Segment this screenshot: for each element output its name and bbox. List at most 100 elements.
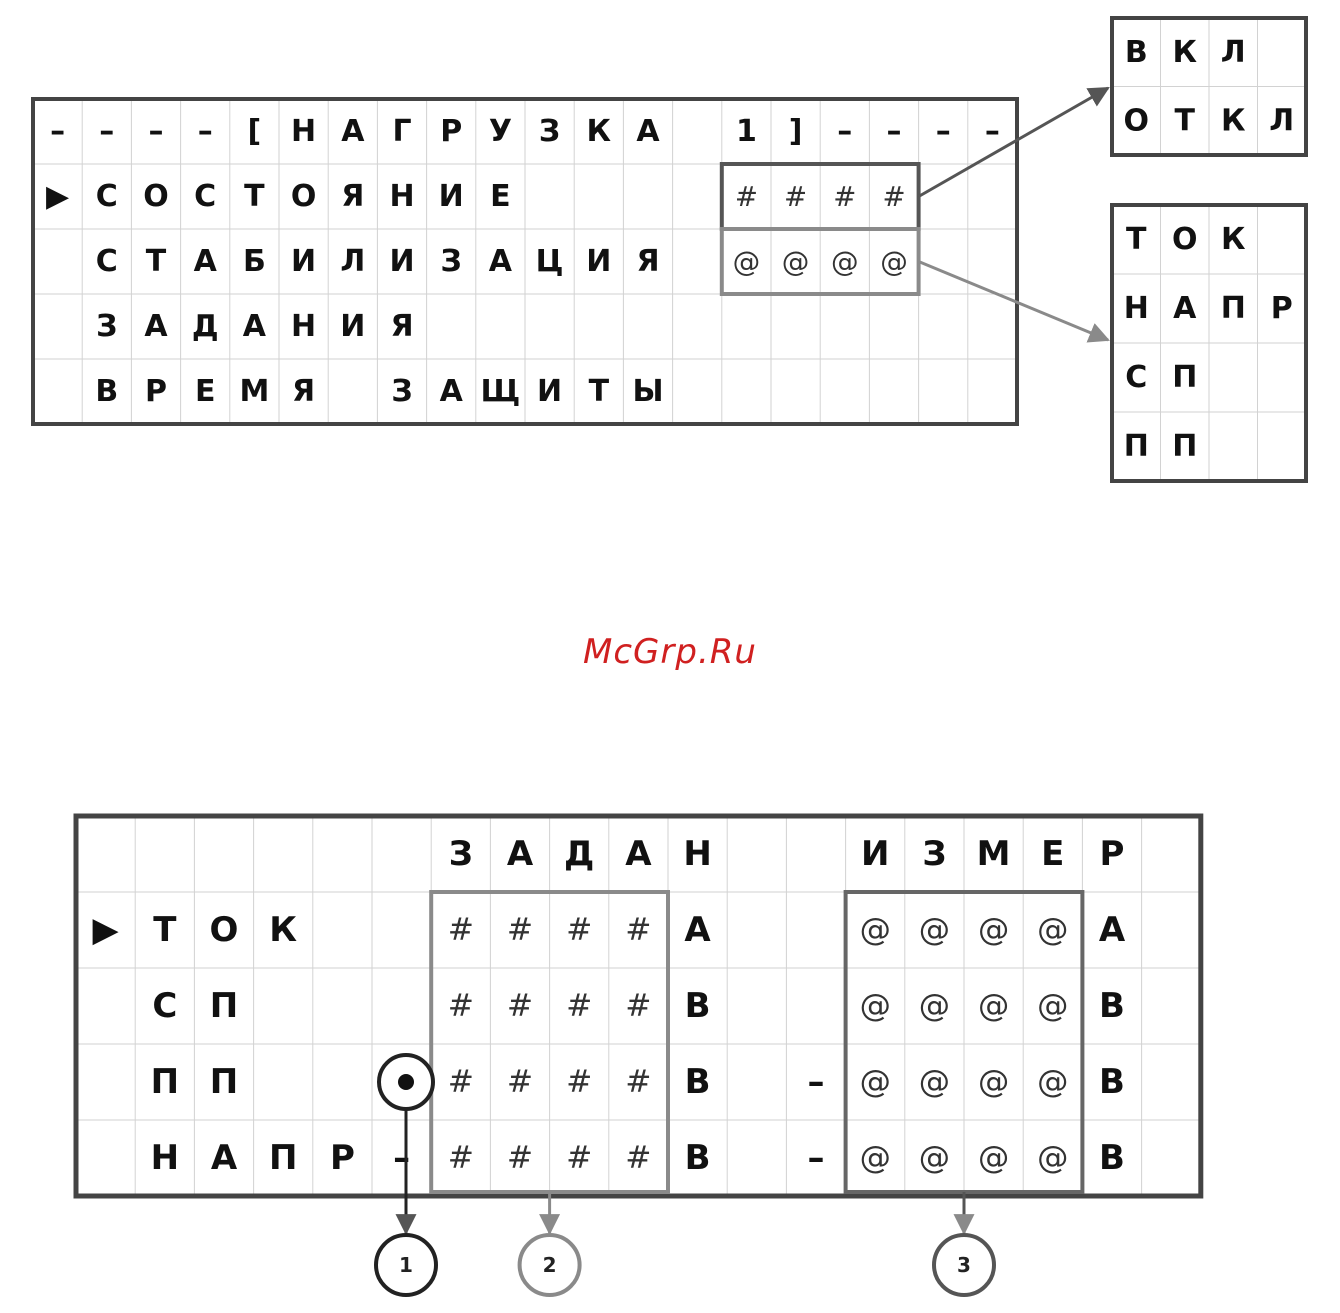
screen1-cell: А bbox=[341, 114, 365, 149]
options-mode-cell: С bbox=[1125, 360, 1147, 395]
screen1-cell: А bbox=[440, 374, 464, 409]
screen2-cell: Р bbox=[1100, 834, 1125, 874]
screen2-cell: А bbox=[625, 834, 652, 874]
screen2-cell: # bbox=[566, 1064, 592, 1100]
options-state-cell: Л bbox=[1269, 103, 1294, 138]
options-state-cell: К bbox=[1221, 103, 1246, 138]
screen1-cell: А bbox=[144, 309, 168, 344]
indicator-dot-icon bbox=[398, 1074, 414, 1090]
screen1-cell: – bbox=[985, 114, 1000, 149]
options-mode-cell: П bbox=[1221, 291, 1246, 326]
screen2-cell: Д bbox=[564, 834, 594, 874]
screen2-cell: # bbox=[566, 988, 592, 1024]
screen2-cell: – bbox=[808, 1062, 825, 1102]
screen1-cell: Г bbox=[392, 114, 411, 149]
screen1-cell: ] bbox=[789, 114, 803, 149]
screen2-cell: @ bbox=[978, 1064, 1009, 1100]
screen1-cell: @ bbox=[782, 245, 810, 278]
screen2-cell: @ bbox=[919, 912, 950, 948]
screen1-cell: – bbox=[99, 114, 114, 149]
screen1-cell: Л bbox=[340, 244, 365, 279]
screen2-cell: # bbox=[507, 1064, 533, 1100]
screen2-cell: – bbox=[808, 1138, 825, 1178]
screen1-cell: @ bbox=[880, 245, 908, 278]
screen1-cell: И bbox=[389, 244, 414, 279]
screen2-cell: И bbox=[861, 834, 889, 874]
screen1-cell: А bbox=[243, 309, 267, 344]
screen2-cell: В bbox=[1099, 986, 1125, 1026]
options-state-cell: В bbox=[1125, 35, 1148, 70]
screen1-cell: Я bbox=[390, 309, 413, 344]
screen2-cell: @ bbox=[860, 1140, 891, 1176]
callout-1-label: 1 bbox=[399, 1253, 413, 1277]
screen2-cell: @ bbox=[978, 988, 1009, 1024]
screen2-cell: # bbox=[448, 912, 474, 948]
screen2-cell: ▶ bbox=[93, 910, 120, 950]
screen1-cell: Т bbox=[146, 244, 167, 279]
screen1-cell: Н bbox=[291, 309, 316, 344]
screen2-cell: В bbox=[1099, 1062, 1125, 1102]
screen1-cell: Ы bbox=[632, 374, 663, 409]
screen1-cell: – bbox=[50, 114, 65, 149]
options-state-cell: Т bbox=[1175, 103, 1196, 138]
screen2-cell: @ bbox=[1037, 912, 1068, 948]
options-mode-cell: Т bbox=[1126, 222, 1147, 257]
screen1-cell: – bbox=[837, 114, 852, 149]
screen2-cell: # bbox=[507, 1140, 533, 1176]
screen2-cell: @ bbox=[1037, 1064, 1068, 1100]
screen1-cell: С bbox=[194, 179, 216, 214]
screen2-cell: # bbox=[625, 1140, 651, 1176]
screen2-cell: # bbox=[448, 1140, 474, 1176]
screen2-cell: Н bbox=[151, 1138, 179, 1178]
options-mode-frame bbox=[1110, 203, 1308, 483]
screen1-cell: Р bbox=[145, 374, 167, 409]
screen1-cell: И bbox=[340, 309, 365, 344]
callout-1-circle bbox=[374, 1233, 438, 1297]
screen1-cell: Д bbox=[192, 309, 219, 344]
screen2-cell: @ bbox=[860, 912, 891, 948]
screen2-cell: Е bbox=[1041, 834, 1064, 874]
screen2-cell: @ bbox=[860, 1064, 891, 1100]
screen2-cell: О bbox=[210, 910, 239, 950]
options-mode-cell: А bbox=[1173, 291, 1197, 326]
screen1-cell: Н bbox=[291, 114, 316, 149]
screen1-cell: И bbox=[586, 244, 611, 279]
screen1-cell: Н bbox=[389, 179, 414, 214]
screen1-cell: # bbox=[882, 180, 905, 213]
screen2-cell: @ bbox=[919, 988, 950, 1024]
screen1-cell: З bbox=[96, 309, 117, 344]
screen1-cell: И bbox=[439, 179, 464, 214]
state-arrow bbox=[917, 86, 1110, 198]
screen1-cell: Е bbox=[195, 374, 216, 409]
screen1-cell: И bbox=[291, 244, 316, 279]
options-mode-cell: К bbox=[1221, 222, 1246, 257]
callout-2-label: 2 bbox=[543, 1253, 557, 1277]
screen1-cell: – bbox=[887, 114, 902, 149]
screen2-cell: – bbox=[393, 1138, 410, 1178]
screen2-cell: @ bbox=[978, 912, 1009, 948]
screen2-cell: # bbox=[566, 1140, 592, 1176]
screen1-cell: В bbox=[95, 374, 118, 409]
screen2-cell: З bbox=[449, 834, 473, 874]
screen1-cell: К bbox=[587, 114, 612, 149]
callout-2-circle bbox=[517, 1233, 582, 1297]
screen2-cell: В bbox=[685, 1062, 711, 1102]
screen2-cell: В bbox=[685, 986, 711, 1026]
options-mode-cell: Н bbox=[1124, 291, 1149, 326]
screen1-cell: С bbox=[96, 244, 118, 279]
screen1-cell: Б bbox=[243, 244, 266, 279]
screen2-cell: П bbox=[269, 1138, 297, 1178]
screen1-cell: С bbox=[96, 179, 118, 214]
screen1-cell: Щ bbox=[481, 374, 521, 409]
screen2-frame bbox=[73, 813, 1204, 1199]
screen2-cell: З bbox=[922, 834, 946, 874]
screen2-cell: А bbox=[1099, 910, 1126, 950]
screen2-cell: @ bbox=[919, 1140, 950, 1176]
screen1-cell: # bbox=[735, 180, 758, 213]
watermark: McGrp.Ru bbox=[583, 632, 757, 672]
screen1-cell: Т bbox=[244, 179, 265, 214]
screen1-cell: З bbox=[441, 244, 462, 279]
screen1-cell: 1 bbox=[736, 114, 757, 149]
